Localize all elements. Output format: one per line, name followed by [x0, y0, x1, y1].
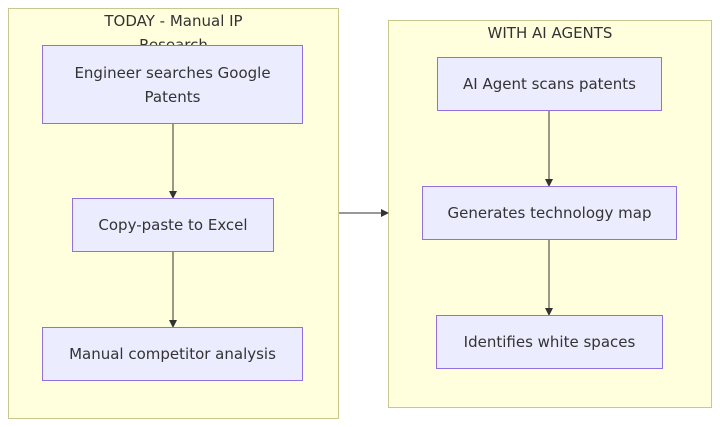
node-engineer-searches: Engineer searches Google Patents: [42, 45, 303, 124]
cluster-today-title: TODAY - Manual IP Research: [104, 12, 243, 47]
node-copy-paste: Copy-paste to Excel: [72, 198, 274, 252]
node-manual-analysis: Manual competitor analysis: [42, 327, 303, 381]
cluster-ai-title: WITH AI AGENTS: [487, 24, 613, 42]
node-white-spaces: Identifies white spaces: [436, 315, 663, 369]
node-tech-map: Generates technology map: [422, 186, 677, 240]
node-ai-scans: AI Agent scans patents: [437, 57, 662, 111]
